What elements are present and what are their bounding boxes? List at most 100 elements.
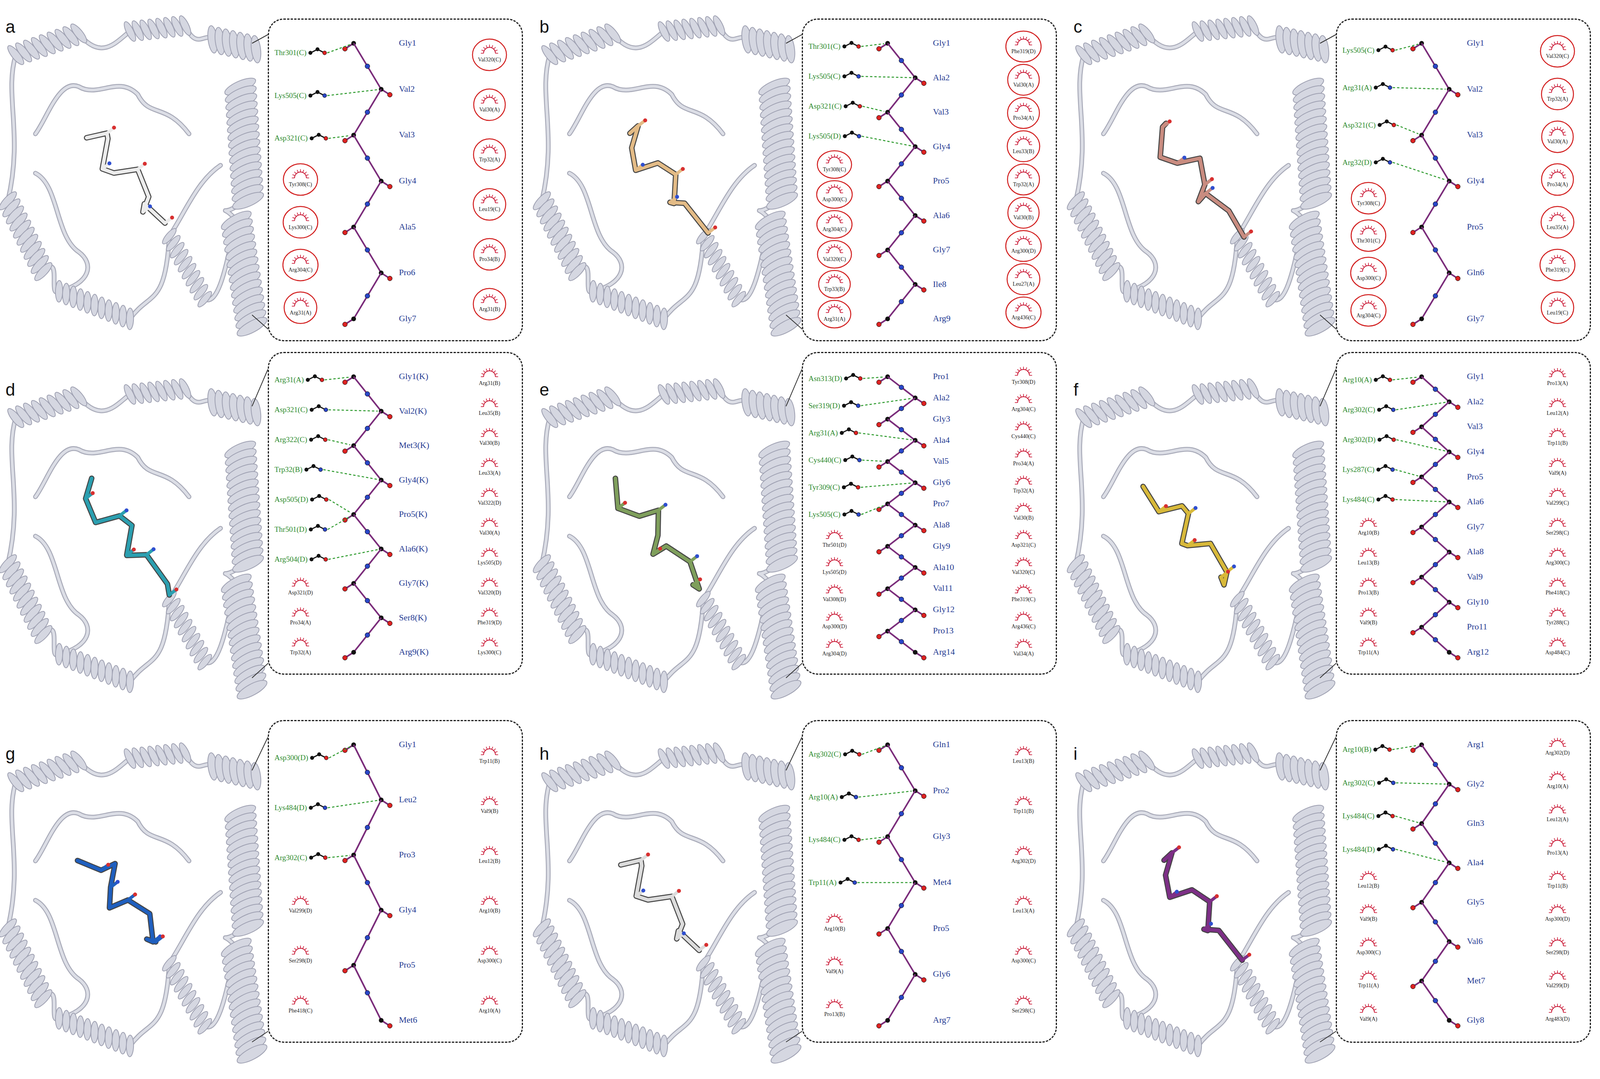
oxygen-atom <box>387 483 393 489</box>
highlight-circle <box>1541 163 1574 196</box>
helix-turn <box>1172 1027 1181 1049</box>
hydrophobic-spoke <box>304 171 307 174</box>
hydrophobic-spoke <box>1561 86 1564 89</box>
hydrophobic-spoke <box>495 553 498 555</box>
hydrophobic-arc <box>483 430 496 437</box>
hydrophobic-spoke <box>1557 254 1558 258</box>
hydrophobic-spoke <box>828 156 831 159</box>
ligand-bond <box>1435 272 1450 296</box>
hydrophobic-spoke <box>486 398 488 402</box>
zoom-line <box>1320 663 1337 679</box>
hydrophobic-spoke <box>1029 211 1033 212</box>
hydrophobic-spoke <box>292 643 295 645</box>
hydrophobic-spoke <box>1359 233 1363 235</box>
hydrophobic-spoke <box>491 45 494 48</box>
hydrophobic-spoke <box>491 194 494 198</box>
hydrophobic-spoke <box>1023 302 1024 306</box>
helix-turn <box>111 1029 120 1052</box>
hydrophobic-spoke <box>495 615 499 617</box>
hydrophobic-spoke <box>306 305 310 307</box>
zoom-line <box>252 736 269 771</box>
hydrophobic-spoke <box>834 154 835 158</box>
helix-turn <box>1158 294 1167 316</box>
hydrophobic-spoke <box>297 255 299 258</box>
contact-residue: Val30(A) <box>1547 139 1568 145</box>
ligand-bond <box>901 77 916 96</box>
helix-turn <box>234 1041 270 1067</box>
nitrogen-atom <box>1433 247 1438 253</box>
hydrophobic-spoke <box>834 184 835 188</box>
helix-turn <box>76 651 85 674</box>
loop <box>169 528 221 600</box>
hydrophobic-arc <box>1362 303 1375 310</box>
helix-turn <box>711 741 728 764</box>
helix-turn <box>118 1032 127 1055</box>
oxygen-atom <box>921 218 927 224</box>
ligand-residue: Arg9 <box>932 314 951 323</box>
protein-cartoon <box>530 377 804 703</box>
oxygen-atom <box>876 253 882 258</box>
helix-turn <box>652 668 661 690</box>
hydrophobic-arc <box>483 97 496 104</box>
helix-turn <box>610 651 619 674</box>
helix-turn <box>638 1027 647 1049</box>
sidechain-atom <box>856 134 861 139</box>
hydrophobic-spoke <box>838 156 841 159</box>
hydrophobic-spoke <box>839 159 843 162</box>
ligand-bond <box>353 635 368 653</box>
hydrophobic-spoke <box>291 585 295 587</box>
hydrophobic-spoke <box>1359 308 1363 310</box>
hbond-residue: Asp321(C) <box>274 134 308 142</box>
hydrophobic-spoke <box>493 639 496 642</box>
loop <box>7 418 16 564</box>
hydrophobic-spoke <box>1373 193 1377 195</box>
hydrophobic-spoke <box>493 460 496 463</box>
ligand-atom <box>713 225 718 230</box>
hydrophobic-spoke <box>1027 238 1030 241</box>
ligand-bond <box>353 428 368 446</box>
sidechain-atom <box>315 524 320 529</box>
hydrophobic-spoke <box>1017 138 1020 141</box>
hydrophobic-spoke <box>495 100 498 102</box>
contact-residue: Tyr308(C) <box>289 181 313 188</box>
loop-outline <box>1237 528 1289 600</box>
protein-cartoon <box>0 377 270 703</box>
helix-turn <box>1136 749 1157 773</box>
hydrophobic-arc <box>828 246 841 253</box>
sidechain-atom <box>305 378 310 382</box>
zoom-line <box>786 34 803 44</box>
hydrophobic-spoke <box>1551 43 1554 46</box>
hydrophobic-spoke <box>481 583 484 585</box>
hydrophobic-spoke <box>489 577 490 581</box>
ligand-bond <box>353 135 368 158</box>
hydrophobic-arc <box>294 257 307 264</box>
hydrophobic-spoke <box>1015 174 1018 177</box>
hydrophobic-spoke <box>1028 274 1032 276</box>
loop <box>663 963 704 1047</box>
ligand-bond <box>367 250 382 273</box>
hydrophobic-spoke <box>491 458 494 462</box>
hydrophobic-spoke <box>839 219 843 221</box>
helix-turn <box>104 299 113 322</box>
hydrophobic-arc <box>483 610 496 617</box>
hydrophobic-spoke <box>1014 177 1018 179</box>
hydrophobic-spoke <box>305 643 309 645</box>
hydrophobic-spoke <box>1549 302 1552 305</box>
hydrophobic-spoke <box>1029 244 1033 245</box>
hydrophobic-spoke <box>481 249 484 251</box>
sidechain-atom <box>1390 48 1395 53</box>
hydrophobic-spoke <box>302 608 305 611</box>
hbond-residue: Lys505(D) <box>808 132 841 140</box>
hydrophobic-spoke <box>481 403 484 405</box>
nitrogen-atom <box>365 201 370 207</box>
contact-residue: Val30(A) <box>1013 82 1034 88</box>
ligand-bond <box>367 181 382 204</box>
ligand-residue: Ile8 <box>932 279 947 289</box>
ligand-bond <box>367 549 382 567</box>
loop-outline <box>7 55 16 201</box>
hbond-residue: Lys505(C) <box>1342 46 1375 54</box>
hydrophobic-spoke <box>828 306 831 309</box>
contact-residue: Leu19(C) <box>478 206 501 213</box>
highlight-circle <box>1541 78 1574 110</box>
highlight-circle <box>1541 120 1574 153</box>
